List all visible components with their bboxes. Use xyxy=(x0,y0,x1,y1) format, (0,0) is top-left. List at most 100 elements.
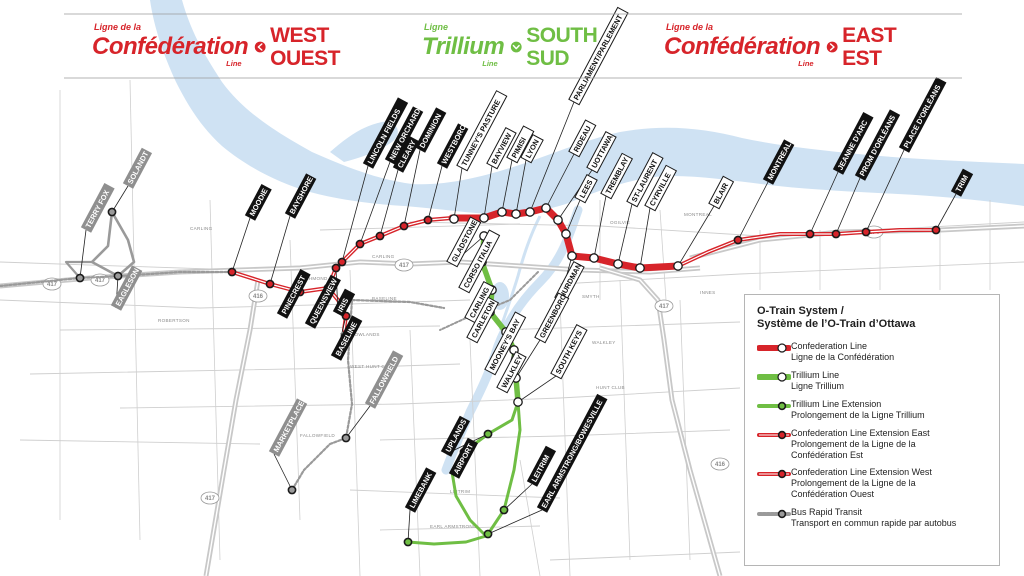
station-label-box xyxy=(404,467,437,513)
road-name: FALLOWFIELD xyxy=(300,433,335,438)
station-marker[interactable] xyxy=(561,229,571,239)
legend-label-en: Trillium Line xyxy=(791,370,840,380)
header-direction-fr: SUD xyxy=(526,47,569,70)
road-segment xyxy=(659,209,667,301)
legend-label-fr: Confédération Ouest xyxy=(791,488,875,499)
station-label[interactable]: IRIS xyxy=(332,288,356,317)
station-marker-fill xyxy=(401,223,407,229)
trillium-extension-east-spur xyxy=(486,400,522,536)
legend-symbol xyxy=(756,341,792,363)
station-marker-fill xyxy=(377,233,383,239)
header-direction-fr: EST xyxy=(842,47,882,70)
chevron-right-icon xyxy=(826,41,838,53)
station-label[interactable]: SOUTH KEYS xyxy=(550,324,588,380)
station-marker[interactable] xyxy=(613,259,623,269)
station-label-box xyxy=(832,112,874,175)
road-segment xyxy=(29,363,461,375)
station-marker-fill xyxy=(357,241,363,247)
station-marker-fill xyxy=(289,487,295,493)
label-leader xyxy=(529,101,575,213)
station-label[interactable]: FALLOWFIELD xyxy=(364,350,404,409)
label-leader xyxy=(737,181,769,241)
label-leader xyxy=(359,161,391,245)
legend-label-fr: Prolongement de la Ligne de la xyxy=(791,438,916,449)
station-label-box xyxy=(586,131,617,174)
header-direction-fr: OUEST xyxy=(270,47,341,70)
station-label-box xyxy=(466,296,500,344)
station-label-box xyxy=(80,183,115,233)
label-leader xyxy=(617,203,633,265)
station-marker-fill xyxy=(405,539,411,545)
label-leader xyxy=(515,159,527,215)
station-label-box xyxy=(534,292,570,344)
legend-symbol xyxy=(757,399,791,421)
station-marker[interactable] xyxy=(673,261,683,271)
road-segment xyxy=(499,321,741,331)
station-label-box xyxy=(456,90,508,172)
station-marker[interactable] xyxy=(553,215,563,225)
station-label-box xyxy=(448,437,479,479)
road-segment xyxy=(409,329,421,576)
station-marker[interactable] xyxy=(541,203,551,213)
road-segment xyxy=(129,79,141,541)
highway-number: 416 xyxy=(253,294,264,300)
chevron-glyph xyxy=(512,44,520,50)
station-marker[interactable] xyxy=(511,209,521,219)
road-name: MEADOWLANDS xyxy=(340,332,380,337)
station-label-box xyxy=(440,415,471,457)
station-marker-fill xyxy=(333,265,339,271)
station-label-box xyxy=(284,173,317,219)
label-leader xyxy=(111,185,129,213)
station-marker[interactable] xyxy=(449,214,459,224)
highway-number: 417 xyxy=(47,282,58,288)
station-name: PLACE D'ORLÉANS xyxy=(902,83,943,149)
station-label-box xyxy=(486,127,517,170)
station-marker-fill xyxy=(115,273,121,279)
label-leader xyxy=(487,509,543,535)
label-leader xyxy=(517,375,557,403)
station-label[interactable]: PARLIAMENT/PARLEMENT xyxy=(568,6,629,106)
road-name: HUNT CLUB xyxy=(596,385,625,390)
label-leader xyxy=(677,205,715,267)
station-label[interactable]: GREENBORO xyxy=(534,292,570,344)
station-label[interactable]: LIMEBANK xyxy=(404,467,437,513)
legend-label-en: Bus Rapid Transit xyxy=(791,506,863,517)
station-marker[interactable] xyxy=(497,207,507,217)
station-label[interactable]: SOLANDT xyxy=(122,147,153,189)
station-label[interactable]: PINECREST xyxy=(276,269,311,319)
station-label[interactable]: MOODIE xyxy=(244,184,272,221)
station-marker[interactable] xyxy=(635,263,645,273)
label-leader xyxy=(639,207,651,269)
station-marker-fill xyxy=(501,507,507,513)
label-leader xyxy=(341,165,369,263)
station-label[interactable]: EAGLESON xyxy=(110,265,143,311)
station-marker[interactable] xyxy=(567,251,577,261)
station-label[interactable]: MARKETPLACE xyxy=(268,398,308,457)
station-marker[interactable] xyxy=(513,397,523,407)
header-line-name: Confédération xyxy=(92,33,248,60)
station-marker[interactable] xyxy=(589,253,599,263)
road-name: WEST HUNT CLUB xyxy=(350,364,395,369)
header-line-name: Confédération xyxy=(664,33,820,60)
station-label[interactable]: QUEENSVIEW xyxy=(304,274,341,329)
station-marker[interactable] xyxy=(479,213,489,223)
station-name: QUEENSVIEW xyxy=(308,277,339,325)
station-label[interactable]: PLACE D'ORLÉANS xyxy=(898,77,947,153)
station-marker[interactable] xyxy=(525,207,535,217)
label-leader xyxy=(865,149,905,233)
station-label[interactable]: BLAIR xyxy=(708,175,735,210)
station-marker-fill xyxy=(807,231,813,237)
legend-label-fr: Ligne de la Confédération xyxy=(791,351,895,362)
station-label-box xyxy=(708,175,735,210)
station-label-box xyxy=(520,133,544,164)
station-label-box xyxy=(364,350,404,409)
legend-title-fr: Système de l’O-Train d’Ottawa xyxy=(757,318,916,330)
